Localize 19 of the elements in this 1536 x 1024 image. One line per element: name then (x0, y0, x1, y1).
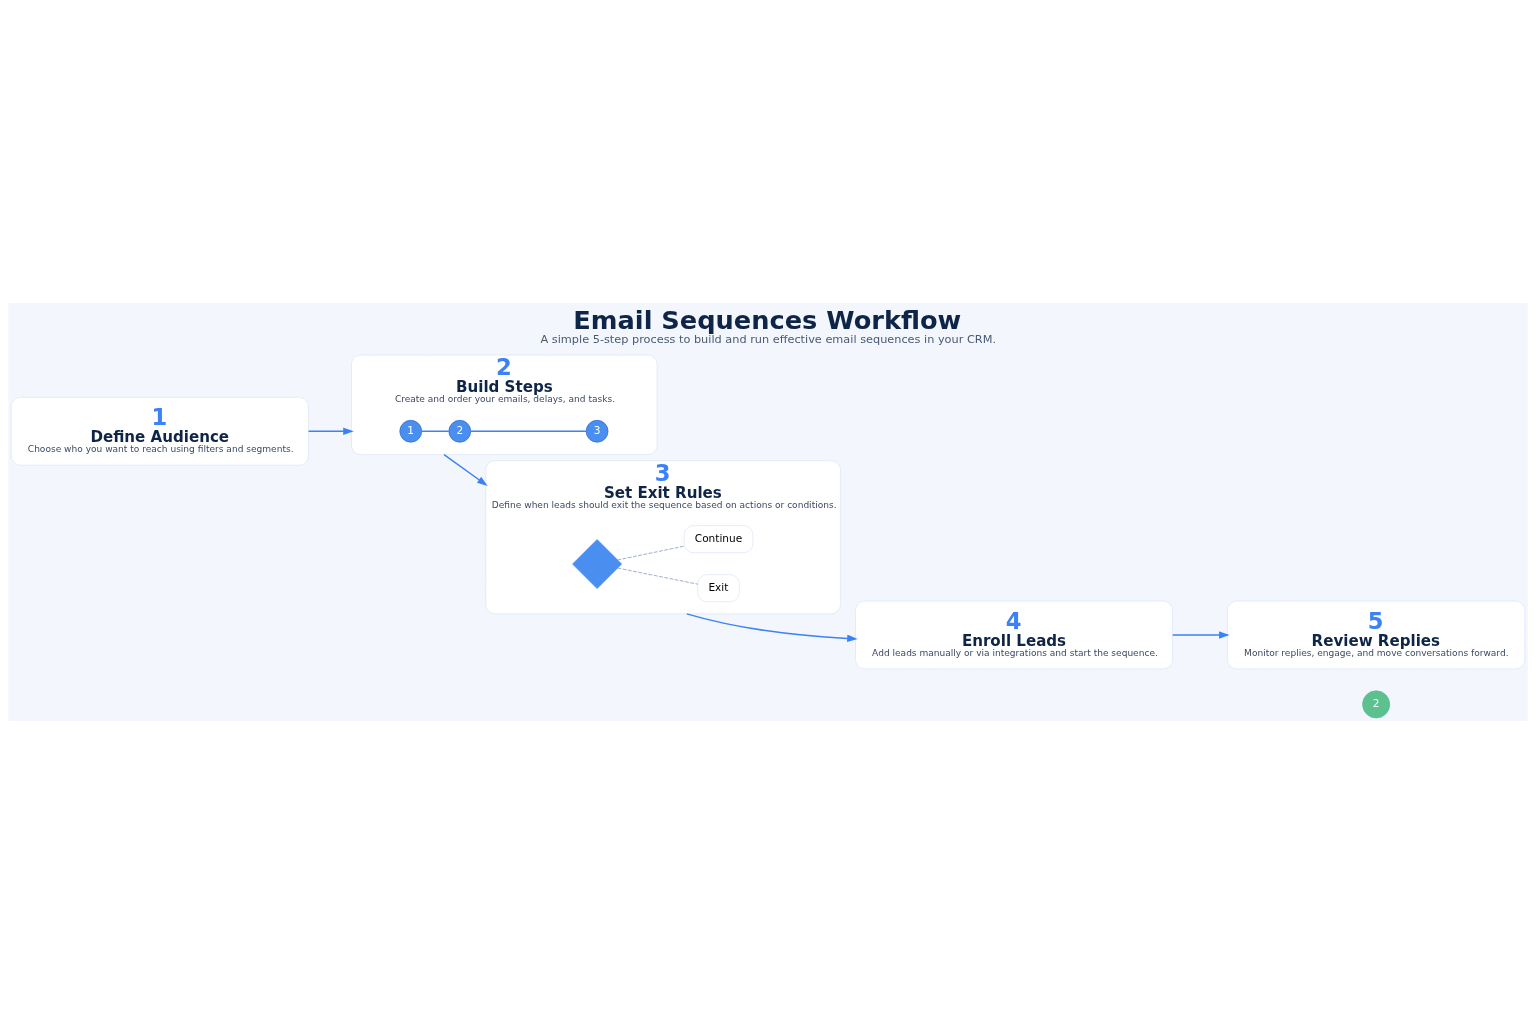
connector (617, 545, 685, 561)
connector (470, 430, 587, 433)
arrow (443, 453, 488, 486)
node-circle: 2 (448, 419, 472, 443)
diagram-title: Email Sequences Workflow (573, 304, 962, 335)
node-diamond (572, 539, 622, 589)
node-box: 1 Define Audience Choose who you want to reach using filters and segments. (10, 396, 309, 466)
node-box: 5 Review Replies Monitor replies, engage, and move conversations forward. (1227, 600, 1526, 670)
node-circle: 1 (399, 419, 423, 443)
arrow (686, 613, 858, 643)
node-box: Exit (697, 574, 740, 603)
arrow (1171, 631, 1230, 639)
node-box: Continue (683, 525, 754, 554)
node-box: 4 Enroll Leads Add leads manually or via integrations and start the sequence. (855, 600, 1173, 670)
arrow (307, 427, 354, 435)
connector (617, 567, 699, 585)
label: 2 (1372, 697, 1380, 710)
node-circle: 3 (585, 419, 609, 443)
connector (421, 430, 450, 433)
